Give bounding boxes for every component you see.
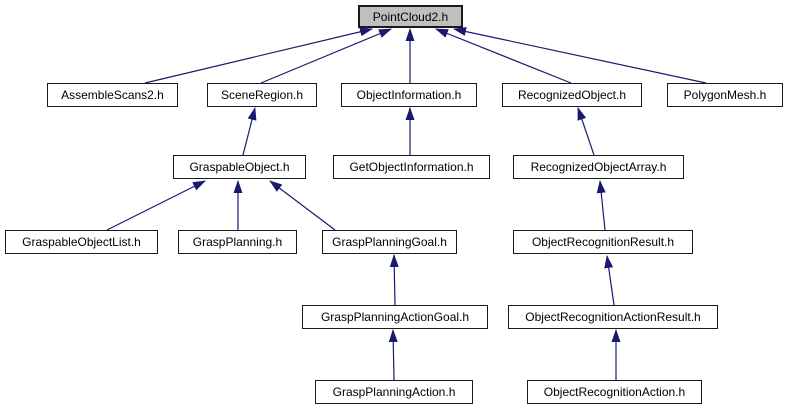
node-GraspPlanning[interactable]: GraspPlanning.h xyxy=(178,230,297,254)
node-AssembleScans2[interactable]: AssembleScans2.h xyxy=(47,83,178,107)
edge-GraspPlanningGoal-to-GraspableObject xyxy=(269,180,336,231)
edge-GraspableObjectList-to-GraspableObject xyxy=(106,180,206,231)
edge-GraspableObject-to-SceneRegion xyxy=(242,107,257,156)
edge-AssembleScans2-to-PointCloud2 xyxy=(144,27,373,84)
edge-RecognizedObject-to-PointCloud2 xyxy=(435,28,572,84)
edge-ObjectRecognitionActionResult-to-ObjectRecognitionResult xyxy=(604,255,615,306)
edge-ObjectRecognitionResult-to-RecognizedObjectArray xyxy=(596,180,606,231)
edge-PolygonMesh-to-PointCloud2 xyxy=(453,27,707,84)
node-GraspPlanningActionGoal[interactable]: GraspPlanningActionGoal.h xyxy=(302,305,488,329)
node-PolygonMesh[interactable]: PolygonMesh.h xyxy=(667,83,783,107)
edge-RecognizedObjectArray-to-RecognizedObject xyxy=(577,107,595,156)
node-GraspPlanningAction[interactable]: GraspPlanningAction.h xyxy=(315,380,473,404)
node-ObjectInformation[interactable]: ObjectInformation.h xyxy=(341,83,477,107)
node-SceneRegion[interactable]: SceneRegion.h xyxy=(207,83,317,107)
node-GetObjectInformation[interactable]: GetObjectInformation.h xyxy=(333,155,490,179)
edge-GraspPlanningAction-to-GraspPlanningActionGoal xyxy=(388,329,398,381)
node-ObjectRecognitionResult[interactable]: ObjectRecognitionResult.h xyxy=(513,230,693,254)
node-GraspPlanningGoal[interactable]: GraspPlanningGoal.h xyxy=(322,230,457,254)
node-GraspableObjectList[interactable]: GraspableObjectList.h xyxy=(5,230,158,254)
node-PointCloud2: PointCloud2.h xyxy=(358,5,463,28)
node-ObjectRecognitionActionResult[interactable]: ObjectRecognitionActionResult.h xyxy=(508,305,718,329)
edge-GraspPlanningActionGoal-to-GraspPlanningGoal xyxy=(389,254,399,306)
node-RecognizedObject[interactable]: RecognizedObject.h xyxy=(502,83,642,107)
node-GraspableObject[interactable]: GraspableObject.h xyxy=(173,155,306,179)
edge-SceneRegion-to-PointCloud2 xyxy=(260,28,392,84)
node-ObjectRecognitionAction[interactable]: ObjectRecognitionAction.h xyxy=(527,380,702,404)
node-RecognizedObjectArray[interactable]: RecognizedObjectArray.h xyxy=(513,155,684,179)
